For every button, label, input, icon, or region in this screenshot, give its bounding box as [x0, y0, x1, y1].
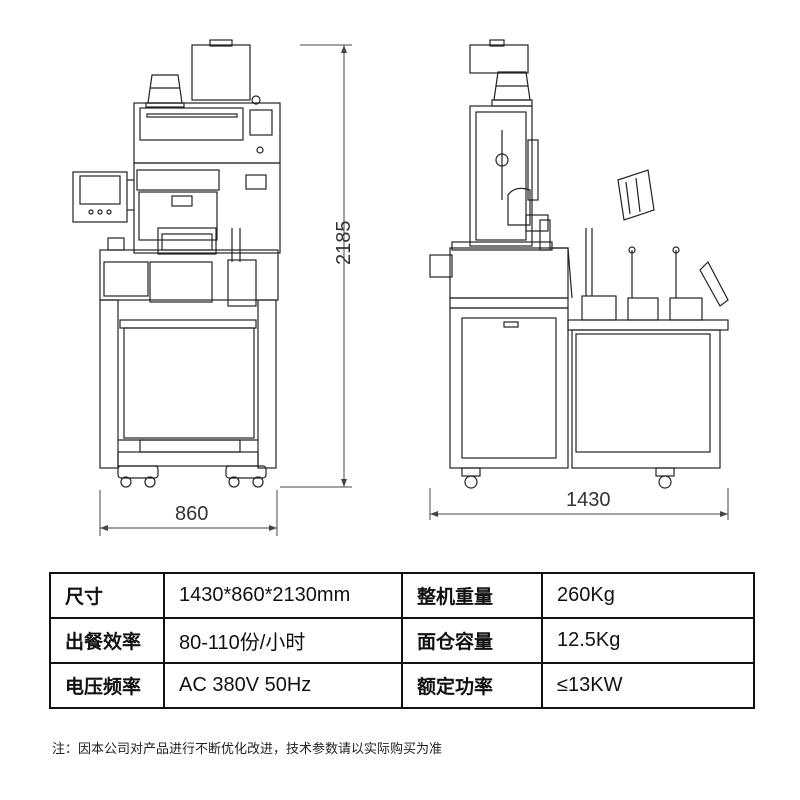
- front-width-label: 860: [175, 503, 208, 525]
- table-row: 出餐效率 80-110份/小时 面仓容量 12.5Kg: [49, 617, 755, 664]
- footnote: 注：因本公司对产品进行不断优化改进，技术参数请以实际购买为准: [52, 742, 443, 757]
- table-row: 电压频率 AC 380V 50Hz 额定功率 ≤13KW: [49, 662, 755, 709]
- spec-label: 出餐效率: [49, 617, 165, 664]
- height-label: 2185: [333, 221, 355, 266]
- spec-value: 260Kg: [541, 572, 755, 619]
- spec-label: 面仓容量: [401, 617, 543, 664]
- spec-value: 80-110份/小时: [163, 617, 403, 664]
- side-view: [429, 39, 729, 489]
- spec-label: 整机重量: [401, 572, 543, 619]
- front-view: [72, 39, 281, 488]
- spec-label: 额定功率: [401, 662, 543, 709]
- spec-label: 尺寸: [49, 572, 165, 619]
- spec-value: AC 380V 50Hz: [163, 662, 403, 709]
- spec-value: ≤13KW: [541, 662, 755, 709]
- spec-value: 12.5Kg: [541, 617, 755, 664]
- spec-value: 1430*860*2130mm: [163, 572, 403, 619]
- table-row: 尺寸 1430*860*2130mm 整机重量 260Kg: [49, 572, 755, 619]
- machine-drawing: 860 2185 1430: [72, 39, 729, 536]
- spec-label: 电压频率: [49, 662, 165, 709]
- side-width-label: 1430: [566, 489, 611, 511]
- spec-table: 尺寸 1430*860*2130mm 整机重量 260Kg 出餐效率 80-11…: [49, 572, 755, 709]
